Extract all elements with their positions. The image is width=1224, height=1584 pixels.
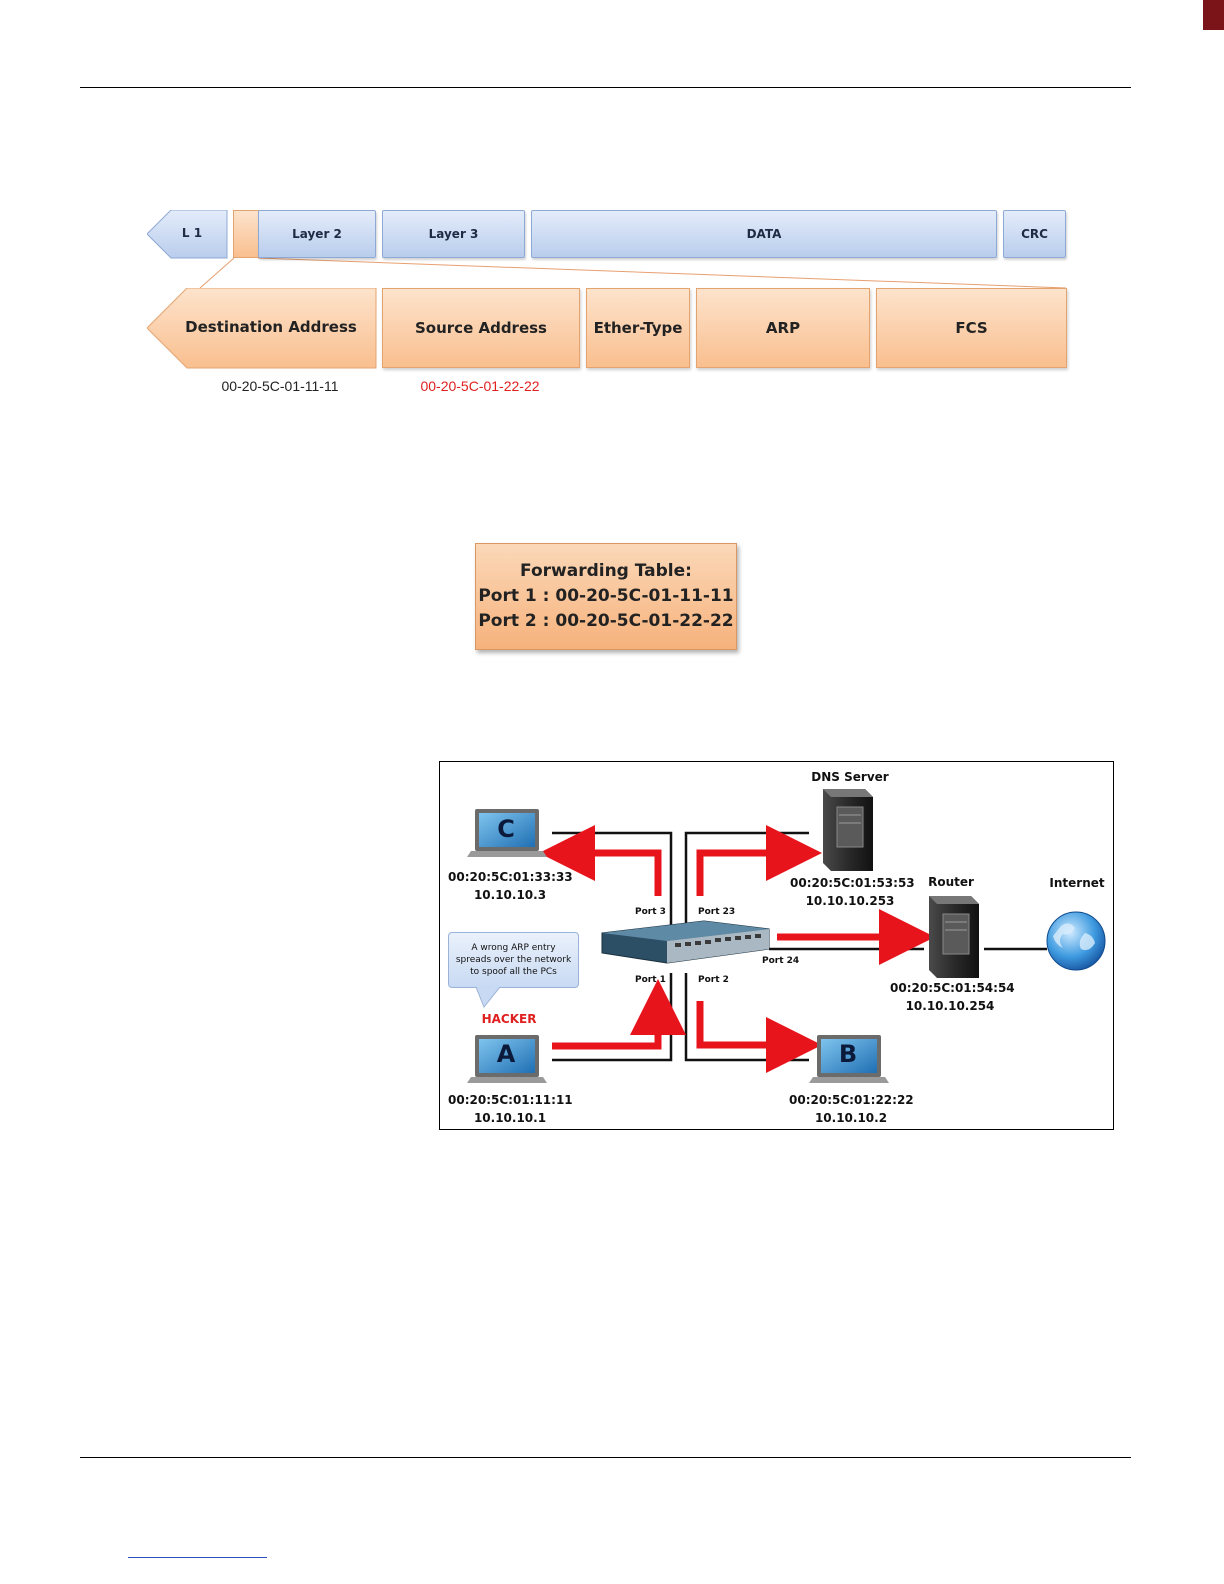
port-1-label: Port 1 — [635, 975, 666, 985]
port-3-label: Port 3 — [635, 907, 666, 917]
server-tower-icon — [929, 896, 979, 978]
internet-label: Internet — [1049, 876, 1105, 890]
forwarding-table-row: Port 1 : 00-20-5C-01-11-11 — [478, 586, 734, 606]
pc-a-letter: A — [496, 1040, 516, 1068]
spoof-arrows — [539, 825, 935, 1073]
router-label: Router — [928, 875, 974, 889]
callout-tail — [476, 987, 501, 1008]
layer2-block: Layer 2 — [258, 210, 376, 258]
pc-b-letter: B — [838, 1040, 858, 1068]
page-corner-tab — [1203, 0, 1224, 30]
network-switch-icon — [601, 920, 770, 964]
router-ip: 10.10.10.254 — [905, 999, 995, 1013]
source-address-block: Source Address — [382, 288, 580, 368]
pc-a-mac: 00:20:5C:01:11:11 — [448, 1093, 573, 1107]
forwarding-table: Forwarding Table: Port 1 : 00-20-5C-01-1… — [475, 543, 737, 650]
port-24-label: Port 24 — [762, 956, 800, 966]
destination-mac: 00-20-5C-01-11-11 — [221, 378, 339, 394]
arp-block: ARP — [696, 288, 870, 368]
dns-server-label: DNS Server — [811, 770, 889, 784]
destination-address-arrow — [147, 288, 377, 369]
footer-link-underline[interactable] — [128, 1557, 267, 1558]
pc-c-ip: 10.10.10.3 — [473, 888, 547, 902]
dns-server-ip: 10.10.10.253 — [805, 894, 895, 908]
frame-connector-lines — [199, 257, 1067, 289]
laptop-icon — [467, 1035, 547, 1083]
dns-server-mac: 00:20:5C:01:53:53 — [790, 876, 915, 890]
source-mac: 00-20-5C-01-22-22 — [420, 378, 540, 394]
layer3-block: Layer 3 — [382, 210, 525, 258]
forwarding-table-title: Forwarding Table: — [520, 561, 692, 581]
port-23-label: Port 23 — [698, 907, 736, 917]
destination-address-label: Destination Address — [185, 318, 357, 336]
laptop-icon — [809, 1035, 889, 1083]
laptop-icon — [467, 809, 547, 857]
hacker-label: HACKER — [481, 1012, 537, 1026]
footer-rule — [80, 1457, 1131, 1458]
l1-label: L 1 — [181, 226, 203, 240]
globe-icon — [1046, 911, 1106, 971]
pc-c-mac: 00:20:5C:01:33:33 — [448, 870, 573, 884]
pc-a-ip: 10.10.10.1 — [473, 1111, 547, 1125]
crc-block: CRC — [1003, 210, 1066, 258]
layer2-mac-highlight — [233, 210, 259, 258]
network-diagram — [467, 789, 1106, 1083]
router-mac: 00:20:5C:01:54:54 — [890, 981, 1015, 995]
port-2-label: Port 2 — [698, 975, 729, 985]
pc-c-letter: C — [497, 815, 515, 843]
spoof-callout: A wrong ARP entry spreads over the netwo… — [448, 932, 579, 988]
server-tower-icon — [823, 789, 873, 871]
ether-type-block: Ether-Type — [586, 288, 690, 368]
l1-arrow-block — [147, 210, 228, 259]
fcs-block: FCS — [876, 288, 1067, 368]
pc-b-ip: 10.10.10.2 — [814, 1111, 888, 1125]
pc-b-mac: 00:20:5C:01:22:22 — [789, 1093, 914, 1107]
header-rule — [80, 87, 1131, 88]
data-block: DATA — [531, 210, 997, 258]
forwarding-table-row: Port 2 : 00-20-5C-01-22-22 — [478, 611, 734, 631]
